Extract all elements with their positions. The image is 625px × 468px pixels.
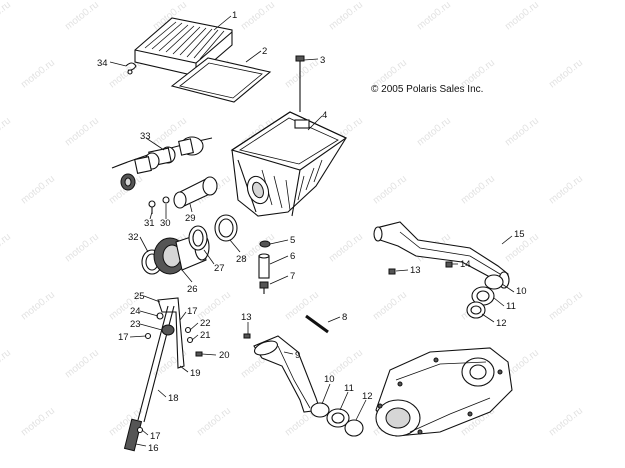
watermark-text: moto0.ru: [547, 405, 585, 438]
intake-duct: [253, 335, 321, 413]
callout-2: 2: [262, 46, 267, 57]
watermark-text: moto0.ru: [283, 57, 321, 90]
callout-25: 25: [134, 291, 145, 302]
callout-5: 5: [290, 235, 295, 246]
watermark-text: moto0.ru: [239, 0, 277, 32]
callout-12-upper: 12: [496, 318, 507, 329]
watermark-text: moto0.ru: [19, 173, 57, 206]
callout-30: 30: [160, 218, 171, 229]
watermark-text: moto0.ru: [195, 405, 233, 438]
clamp-parts-27-28: [188, 214, 238, 251]
callout-4: 4: [322, 110, 327, 121]
watermark-text: moto0.ru: [547, 289, 585, 322]
callout-6: 6: [290, 251, 295, 262]
tie-strap: [305, 314, 329, 334]
screws-13-14: [388, 261, 453, 275]
intake-adapter: [173, 176, 218, 209]
watermark-text: moto0.ru: [63, 0, 101, 32]
callout-19: 19: [190, 368, 201, 379]
callout-3: 3: [320, 55, 325, 66]
callout-22: 22: [200, 318, 211, 329]
watermark-text: moto0.ru: [327, 231, 365, 264]
breather-duct: [373, 221, 510, 289]
callout-1: 1: [232, 10, 237, 21]
callout-13-lower: 13: [241, 312, 252, 323]
cvt-cover: [375, 347, 513, 437]
watermark-text: moto0.ru: [63, 115, 101, 148]
screw-part-3: [295, 55, 305, 112]
watermark-text: moto0.ru: [503, 0, 541, 32]
callout-21: 21: [200, 330, 211, 341]
watermark-text: moto0.ru: [0, 231, 13, 264]
callout-12-lower: 12: [362, 391, 373, 402]
callout-28: 28: [236, 254, 247, 265]
callout-18: 18: [168, 393, 179, 404]
watermark-text: moto0.ru: [547, 57, 585, 90]
callout-9: 9: [295, 350, 300, 361]
watermark-text: moto0.ru: [415, 0, 453, 32]
callout-31: 31: [144, 218, 155, 229]
watermark-text: moto0.ru: [371, 289, 409, 322]
callout-34: 34: [97, 58, 108, 69]
screw-13-lower: [243, 333, 251, 339]
callout-17-c: 17: [150, 431, 161, 442]
air-box: [230, 111, 348, 217]
watermark-text: moto0.ru: [19, 405, 57, 438]
watermark-text: moto0.ru: [0, 347, 13, 380]
watermark-text: moto0.ru: [0, 115, 13, 148]
mount-sleeve-set: [258, 240, 271, 294]
callout-32: 32: [128, 232, 139, 243]
callout-10-upper: 10: [516, 286, 527, 297]
watermark-text: moto0.ru: [19, 57, 57, 90]
callout-24: 24: [130, 306, 141, 317]
watermark-text: moto0.ru: [503, 115, 541, 148]
callout-11-lower: 11: [344, 383, 354, 394]
leader-lines: [109, 15, 515, 447]
callout-8: 8: [342, 312, 347, 323]
clip-part: [125, 62, 137, 75]
callout-17-b: 17: [187, 306, 198, 317]
watermark-text: moto0.ru: [327, 0, 365, 32]
callout-14: 14: [460, 259, 471, 270]
callout-16: 16: [148, 443, 159, 454]
callout-17-a: 17: [118, 332, 129, 343]
watermark-text: moto0.ru: [63, 347, 101, 380]
callout-11-upper: 11: [506, 301, 516, 312]
callout-10-lower: 10: [324, 374, 335, 385]
copyright-notice: © 2005 Polaris Sales Inc.: [371, 84, 483, 95]
callout-29: 29: [185, 213, 196, 224]
callout-33: 33: [140, 131, 151, 142]
hose-bracket-assembly: [123, 297, 203, 452]
callout-labels: 1 2 3 4 5 6 7 8 9 10 10 11 11 12 12 13 1…: [97, 10, 527, 454]
watermark-text: moto0.ru: [415, 115, 453, 148]
gasket-part: [170, 57, 272, 103]
callout-23: 23: [130, 319, 141, 330]
watermark-text: moto0.ru: [371, 173, 409, 206]
callout-15: 15: [514, 229, 525, 240]
callout-20: 20: [219, 350, 230, 361]
watermark-text: moto0.ru: [459, 173, 497, 206]
watermark-text: moto0.ru: [283, 289, 321, 322]
callout-7: 7: [290, 271, 295, 282]
watermark-text: moto0.ru: [547, 173, 585, 206]
callout-13-upper: 13: [410, 265, 421, 276]
callout-27: 27: [214, 263, 225, 274]
clamp-set-lower: [310, 402, 364, 437]
watermark-text: moto0.ru: [19, 289, 57, 322]
intake-tube-set: [111, 136, 213, 191]
callout-26: 26: [187, 284, 198, 295]
watermark-text: moto0.ru: [63, 231, 101, 264]
clamp-set-upper: [466, 274, 504, 319]
watermark-text: moto0.ru: [0, 0, 13, 32]
